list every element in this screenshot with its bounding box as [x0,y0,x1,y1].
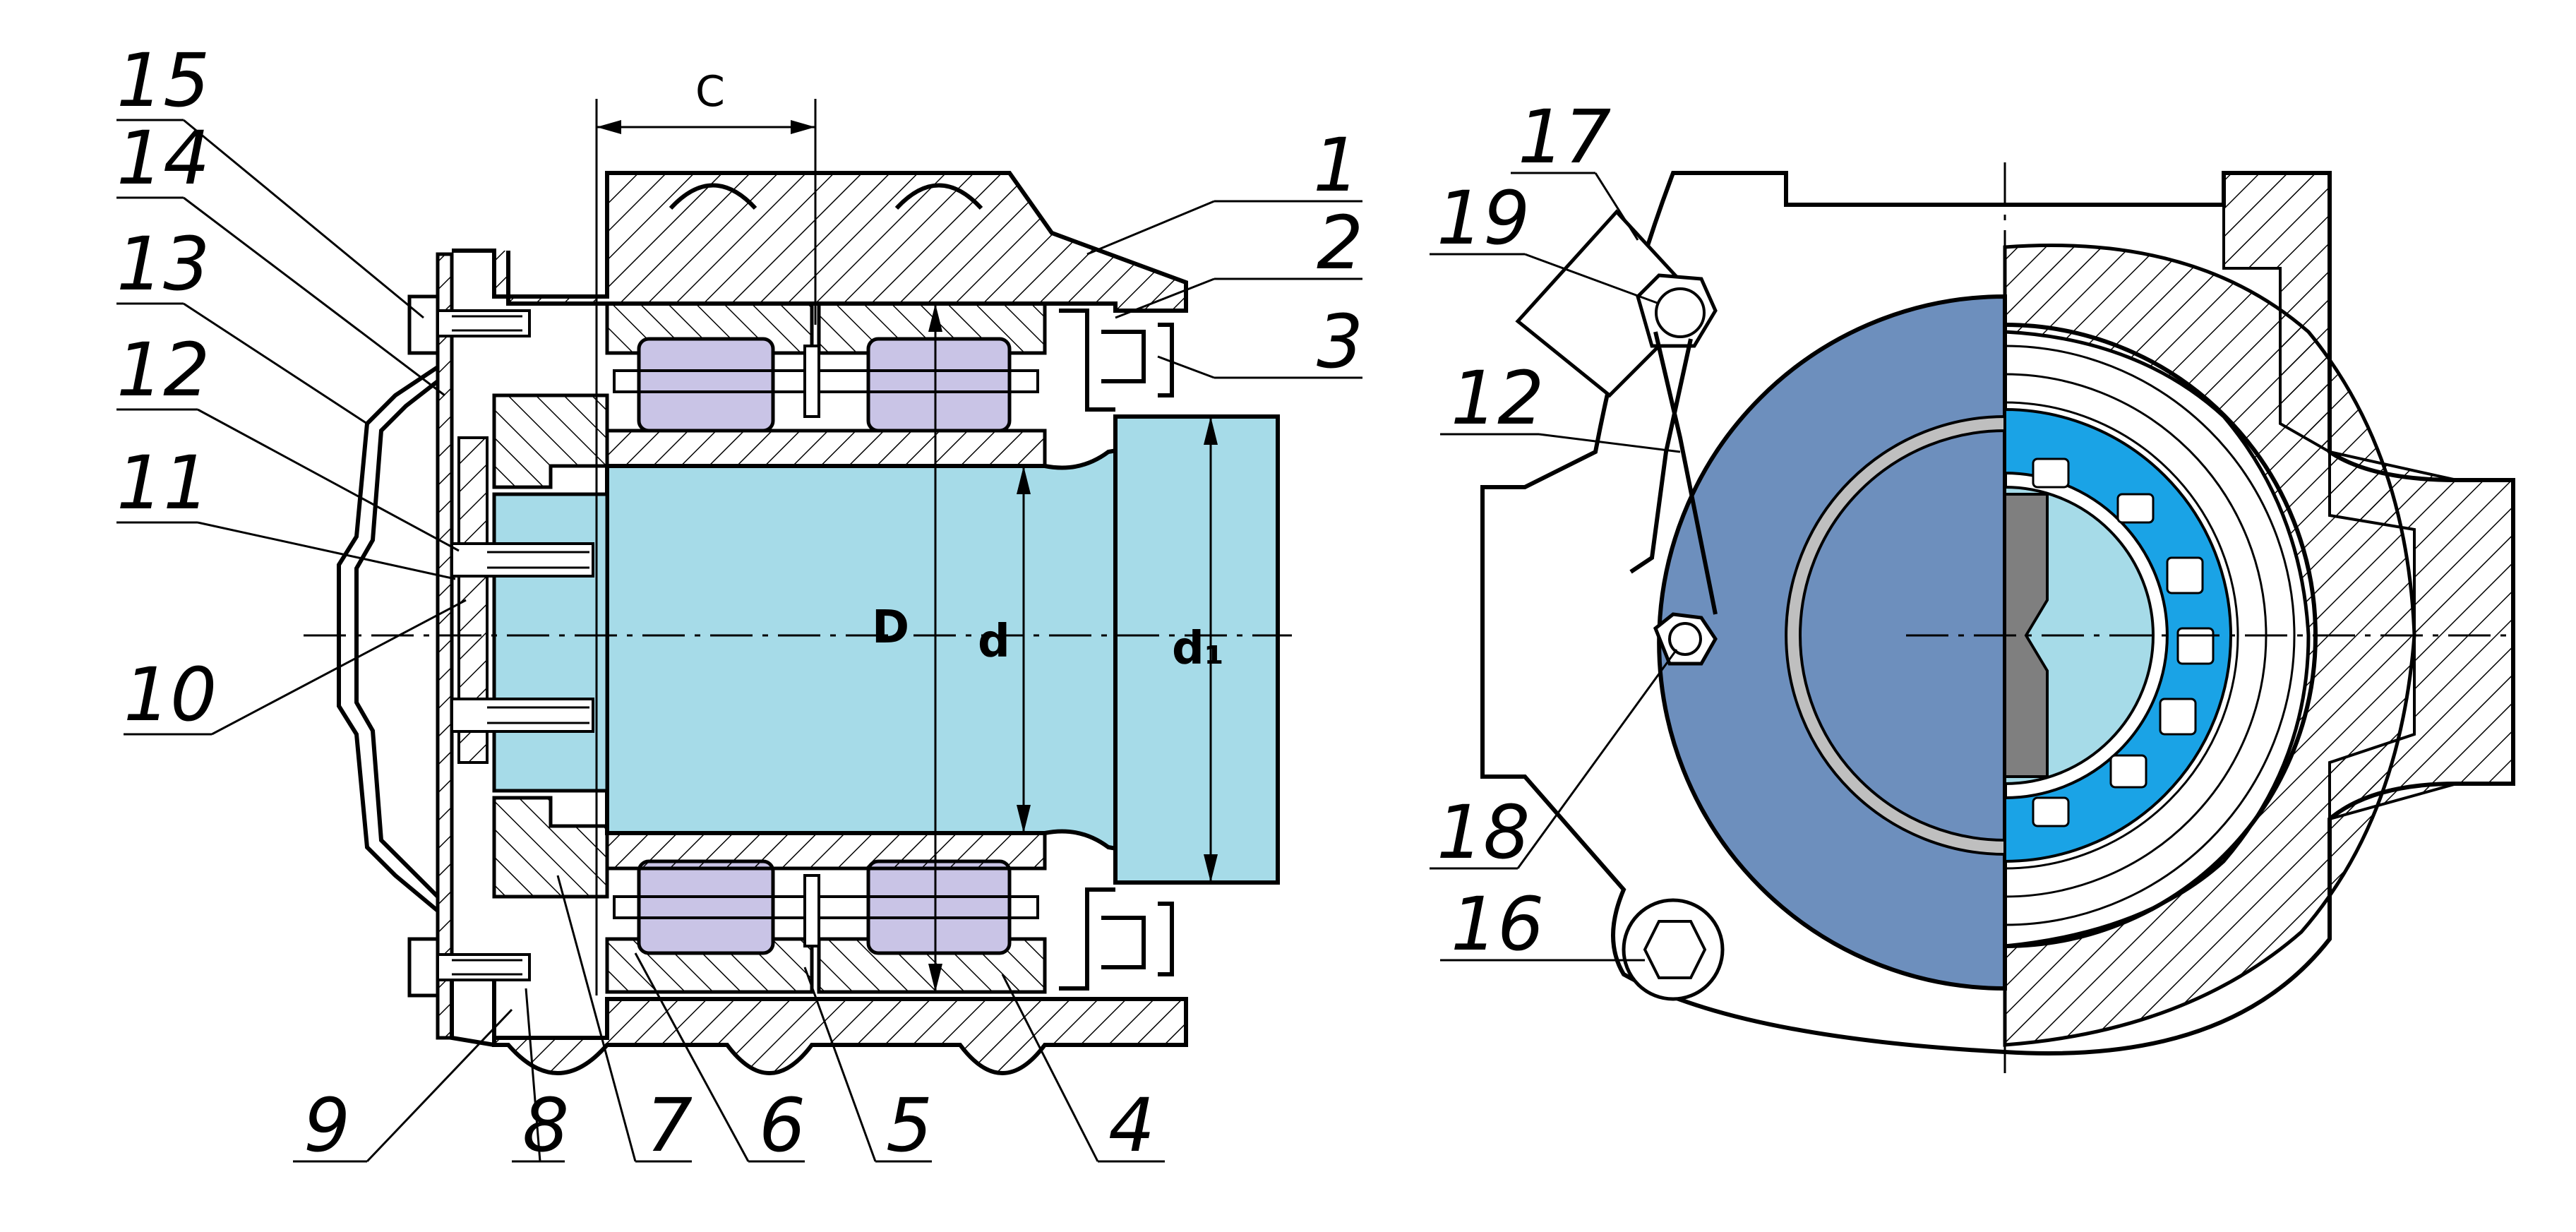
labyrinth-seal-top [1059,309,1174,412]
roller-top-rear [637,337,775,433]
callout-8: 8 [512,988,569,1168]
dimension-small-d: d [978,466,1031,833]
svg-text:16: 16 [1451,881,1544,967]
longitudinal-section: C D d d₁ 15 14 [116,37,1363,1168]
dimension-c: C [595,67,817,995]
end-bolt-bottom [450,698,594,733]
callout-18: 18 [1430,649,1678,875]
labyrinth-seal-bottom [1059,887,1174,991]
svg-text:5: 5 [886,1082,933,1168]
dimension-d1: d₁ [1172,417,1224,883]
callout-7: 7 [556,875,693,1168]
housing-bump-1 [669,183,757,210]
housing-top [452,171,1188,313]
svg-text:13: 13 [116,221,210,307]
svg-text:D: D [872,602,909,654]
callout-11: 11 [116,440,456,580]
cage-windows [2032,457,2215,827]
svg-text:14: 14 [116,115,210,201]
roller-bottom-front [866,859,1012,955]
svg-text:2: 2 [1317,200,1363,286]
cage-rod-bottom [613,895,1039,919]
callout-13: 13 [116,221,368,425]
callout-1: 1 [1086,122,1362,256]
callout-9: 9 [293,1008,513,1168]
svg-text:3: 3 [1317,299,1363,385]
callout-12-right: 12 [1440,355,1681,453]
axle-shaft [1113,414,1280,885]
bottom-bolt [407,937,531,998]
housing-bottom [452,965,1188,1075]
end-washer-top [492,393,609,489]
front-view: 17 19 12 18 16 [1430,94,2515,1073]
bolt-16 [1622,898,1725,1001]
svg-text:8: 8 [522,1082,569,1168]
callout-12: 12 [116,327,460,552]
svg-text:12: 12 [1451,355,1544,441]
roller-cage [2003,407,2232,863]
callout-10: 10 [124,599,467,738]
spacer-bottom [803,874,820,947]
callout-4: 4 [1001,974,1165,1168]
front-cover-disc [1657,294,2007,991]
dimension-big-d: D [872,304,942,992]
callout-2: 2 [1115,200,1363,319]
callout-6: 6 [634,952,805,1168]
callout-16: 16 [1440,881,1645,967]
spacer-top [803,345,820,418]
top-bolt [407,294,531,355]
svg-text:17: 17 [1518,94,1611,180]
front-cover-inner [354,379,440,899]
svg-text:1: 1 [1313,122,1360,208]
front-flange [436,252,454,1040]
roller-top-front [866,337,1012,433]
callout-19: 19 [1430,175,1660,305]
callout-17: 17 [1511,94,1639,241]
end-bolt-top [450,542,594,578]
callout-3: 3 [1157,299,1363,385]
callout-5: 5 [803,967,933,1168]
svg-text:15: 15 [116,37,210,124]
svg-text:10: 10 [124,652,217,738]
svg-text:4: 4 [1108,1082,1155,1168]
svg-text:18: 18 [1437,789,1530,875]
callout-14: 14 [116,115,445,397]
axle-end [492,492,609,793]
top-lug-hatch [2222,172,2331,455]
callout-15: 15 [116,37,424,319]
housing-bump-2 [894,183,983,210]
bolt-18 [1653,612,1718,666]
svg-text:19: 19 [1437,175,1530,261]
end-washer-bottom [492,796,609,899]
cage-rod-top [613,369,1039,393]
svg-text:d: d [978,616,1010,668]
bolt-19 [1636,273,1718,348]
svg-text:7: 7 [646,1082,693,1168]
roller-bottom-rear [637,859,775,955]
svg-text:12: 12 [116,327,210,413]
svg-text:11: 11 [116,440,210,526]
front-cover [337,365,439,913]
svg-text:d₁: d₁ [1172,623,1224,675]
svg-text:9: 9 [304,1082,350,1168]
svg-text:6: 6 [759,1082,805,1168]
locking-wire [1629,331,1718,615]
svg-text:C: C [695,67,725,116]
housing-hatched-half [2003,244,2416,1047]
